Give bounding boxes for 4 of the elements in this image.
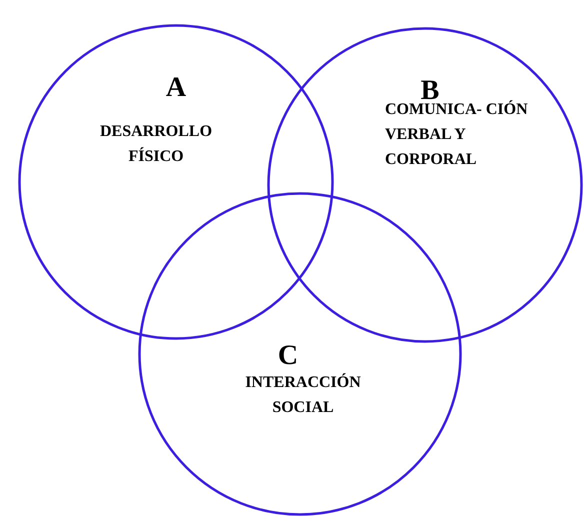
set-label: INTERACCIÓN SOCIAL: [244, 372, 362, 418]
set-letter: A: [166, 74, 186, 102]
set-letter: C: [278, 342, 298, 370]
set-label: DESARROLLO FÍSICO: [98, 122, 214, 167]
